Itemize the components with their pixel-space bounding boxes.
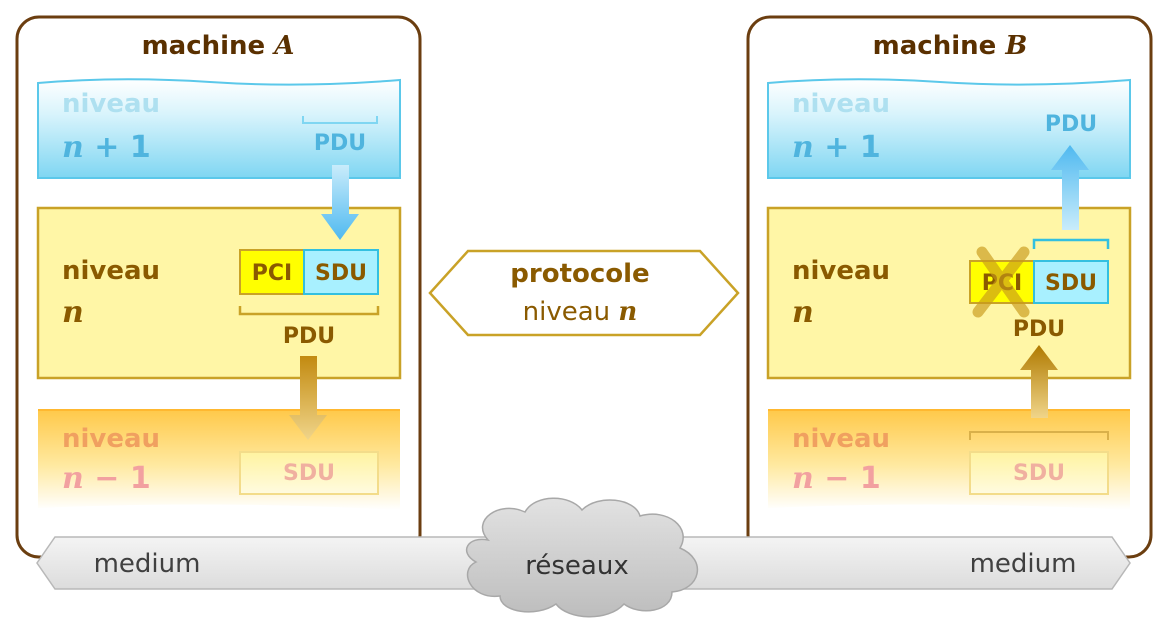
layer-upper-label: niveau [792, 89, 890, 119]
layer-lower-label: niveau [792, 424, 890, 454]
arrow-down-blue [321, 165, 359, 240]
machine-b-layer-middle: niveau n PCI SDU PDU [766, 206, 1132, 380]
machine-b: machine B niveau n + 1 PDU niveau n PCI … [746, 15, 1153, 559]
machine-a-layer-upper: niveau n + 1 PDU [37, 78, 401, 179]
protocol-hexagon: protocole niveau n [428, 249, 740, 337]
arrow-up-gold [1020, 345, 1058, 418]
machine-a-layer-lower: niveau n − 1 SDU [38, 409, 400, 510]
layer-upper-label: niveau [62, 89, 160, 119]
pdu-bracket [969, 431, 1109, 440]
pdu-bracket [302, 116, 378, 124]
arrow-down-gold [289, 356, 327, 440]
protocol-title: protocole [510, 259, 649, 289]
pdu-bracket-top [1032, 238, 1110, 249]
layer-middle-index: n [792, 295, 814, 330]
sdu-box [1033, 260, 1109, 304]
medium-left-label: medium [94, 549, 201, 579]
layer-middle-label: niveau [62, 256, 160, 286]
strike-cross-icon [972, 246, 1030, 318]
sdu-box [239, 451, 379, 495]
protocol-level: niveau n [523, 297, 638, 327]
layer-lower-index: n − 1 [792, 461, 881, 496]
sdu-label: SDU [315, 261, 367, 286]
pdu-bracket [238, 306, 380, 316]
medium-right-label: medium [970, 549, 1077, 579]
network-cloud-icon: réseaux [465, 497, 699, 618]
pci-label: PCI [252, 261, 292, 286]
arrow-up-blue [1051, 145, 1089, 230]
pdu-label: PDU [283, 324, 335, 349]
layer-upper-index: n + 1 [792, 130, 881, 165]
sdu-label: SDU [1013, 461, 1065, 486]
pdu-label: PDU [1045, 112, 1097, 137]
sdu-label: SDU [1045, 271, 1097, 296]
layer-lower-label: niveau [62, 424, 160, 454]
pci-box [239, 249, 305, 295]
sdu-label: SDU [283, 461, 335, 486]
layer-lower-index: n − 1 [62, 461, 151, 496]
layer-middle-label: niveau [792, 256, 890, 286]
machine-a-layer-middle: niveau n PCI SDU PDU [36, 206, 402, 380]
machine-b-layer-lower: niveau n − 1 SDU [768, 409, 1130, 510]
pdu-label: PDU [1013, 317, 1065, 342]
sdu-box [969, 451, 1109, 495]
pdu-label: PDU [314, 131, 366, 156]
machine-a: machine A niveau n + 1 PDU niveau n PCI … [15, 15, 422, 559]
layer-middle-index: n [62, 295, 84, 330]
network-cloud-label: réseaux [525, 551, 628, 581]
machine-b-title: machine B [873, 31, 1028, 61]
sdu-box [303, 249, 379, 295]
machine-b-layer-upper: niveau n + 1 PDU [767, 78, 1131, 179]
machine-a-title: machine A [142, 31, 295, 61]
layer-upper-index: n + 1 [62, 130, 151, 165]
